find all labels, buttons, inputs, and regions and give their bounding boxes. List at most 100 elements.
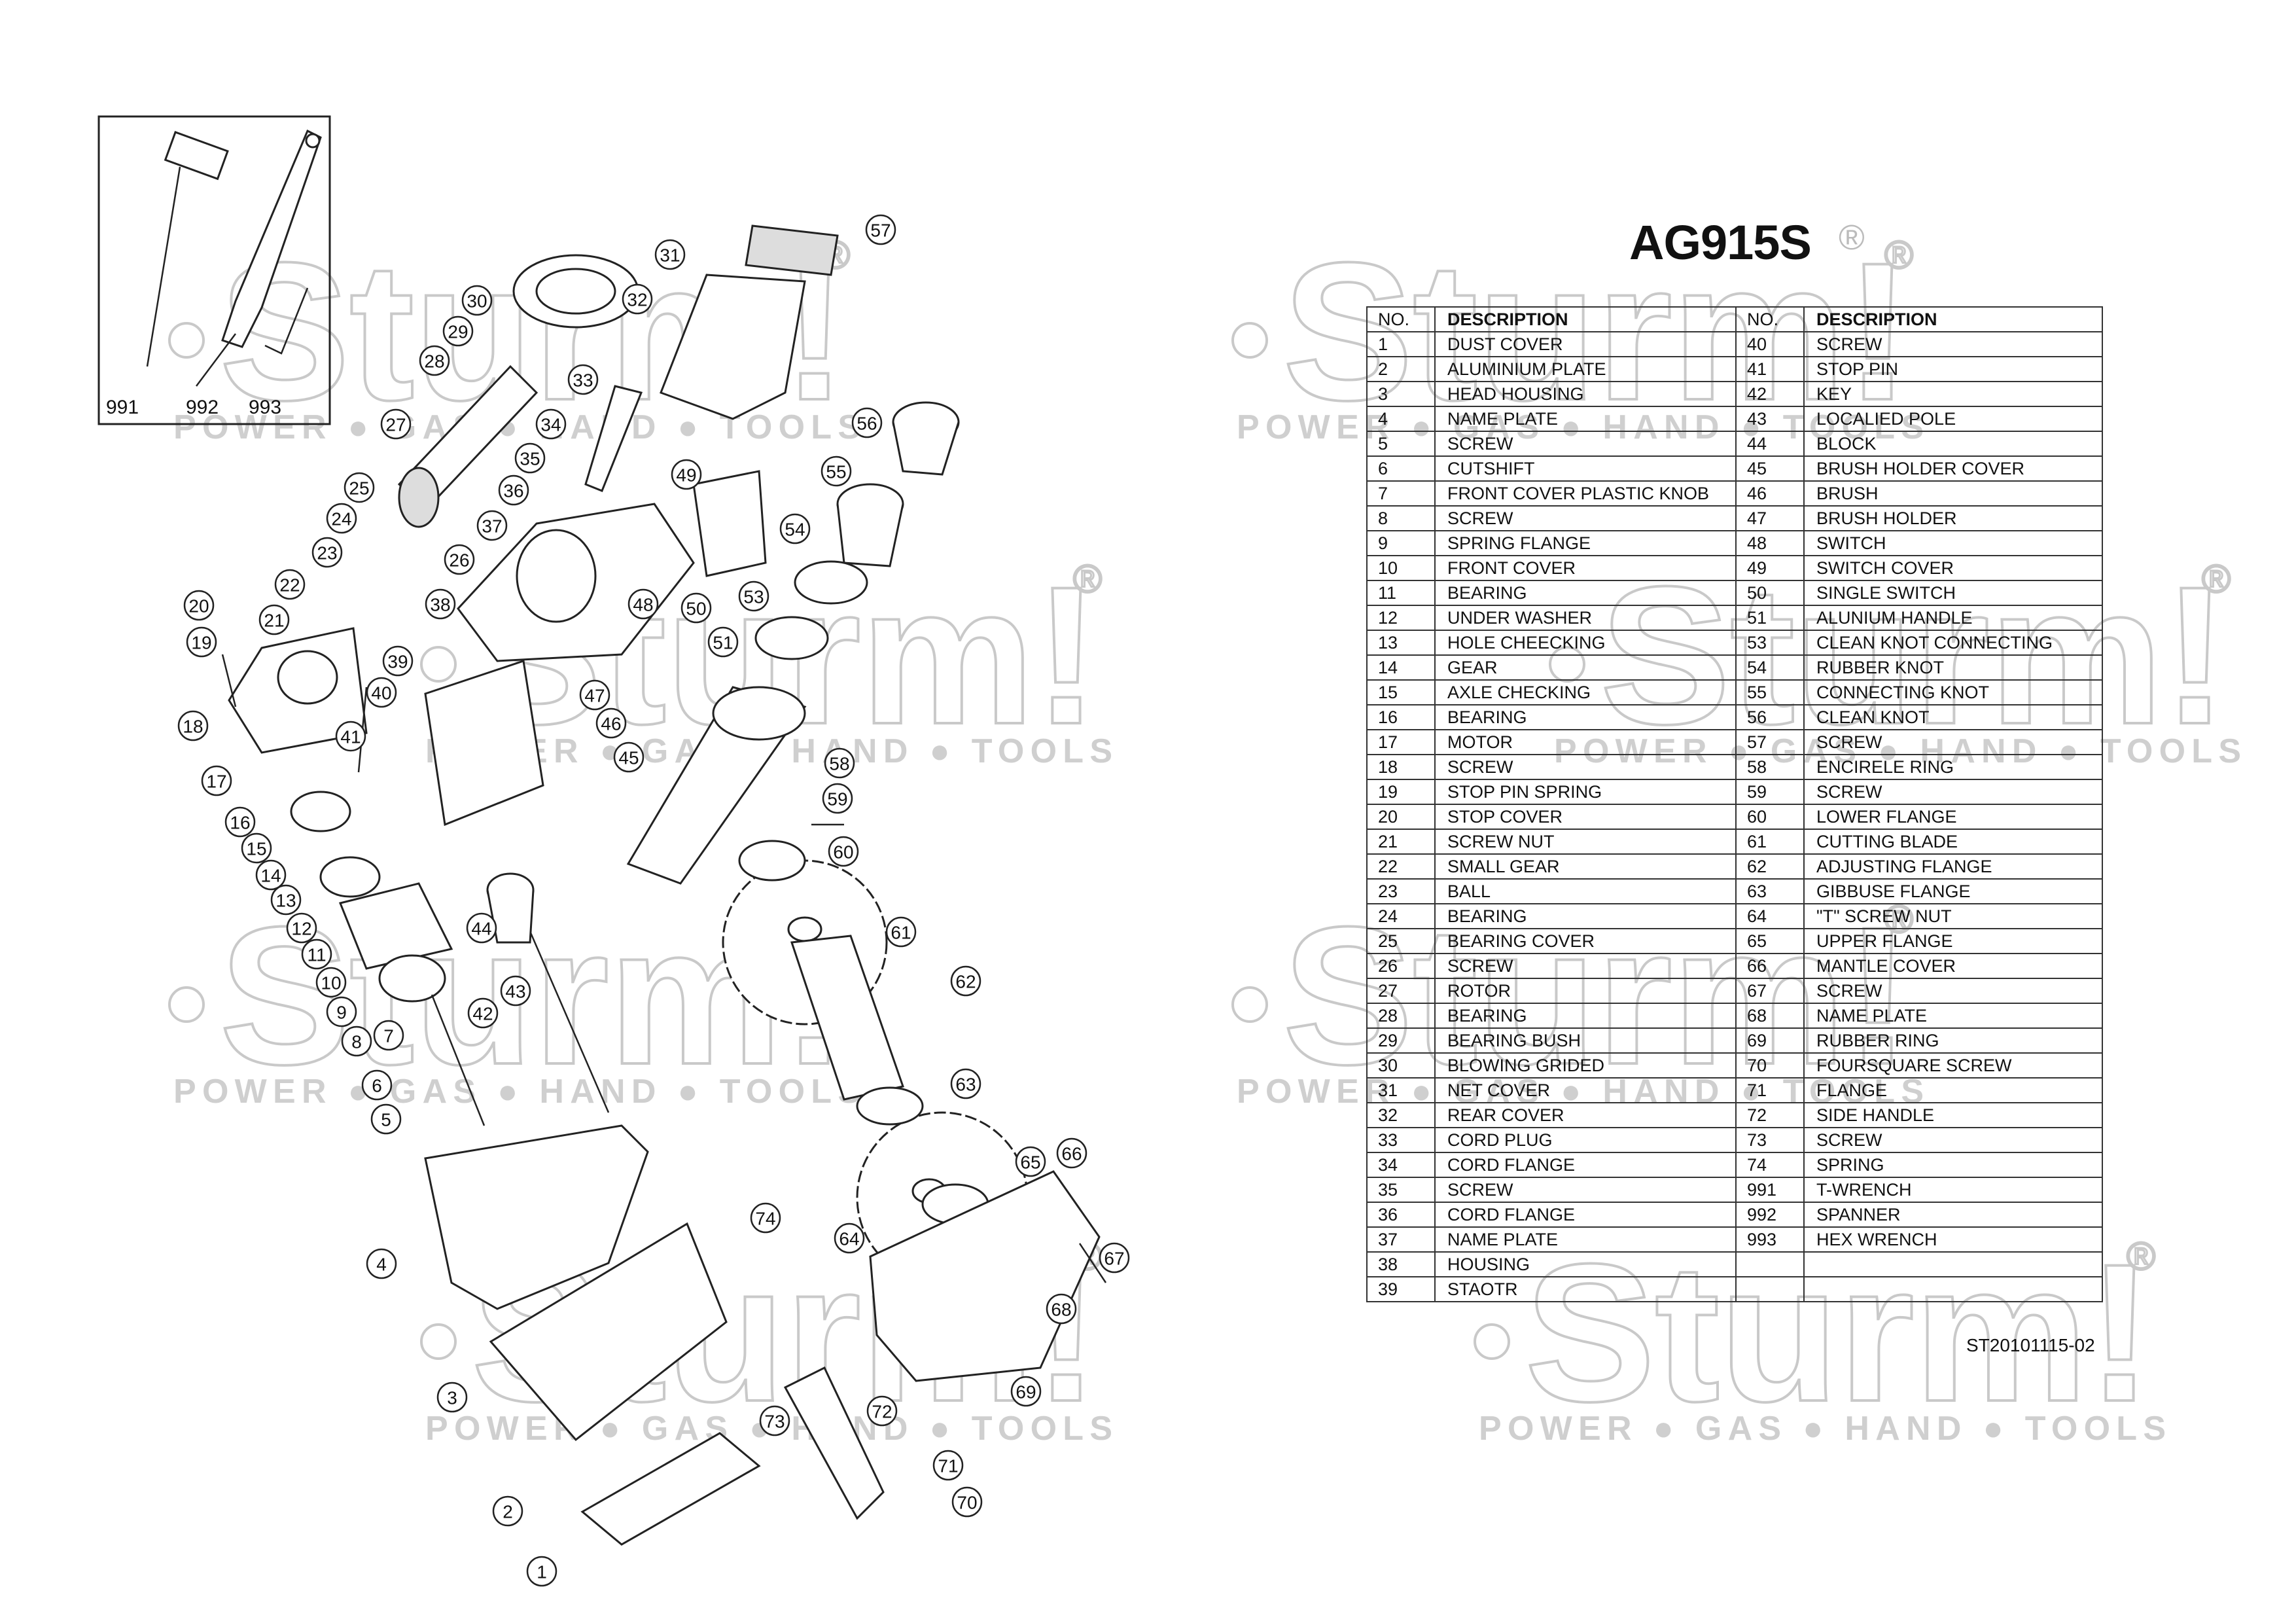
part-description: SWITCH	[1803, 530, 2103, 556]
part-description: BEARING	[1434, 1003, 1737, 1029]
adjusting-flange-drawing	[790, 935, 904, 1101]
part-number: 57	[1735, 729, 1805, 755]
part-description: AXLE CHECKING	[1434, 679, 1737, 705]
callout-69: 69	[1010, 1376, 1042, 1407]
part-number: 991	[1735, 1177, 1805, 1203]
callout-circle	[526, 1556, 557, 1587]
part-number: 72	[1735, 1102, 1805, 1128]
callout-circle	[834, 1222, 865, 1254]
callout-circle	[622, 283, 653, 315]
callout-number: 73	[764, 1412, 785, 1432]
callout-circle	[270, 884, 302, 916]
callout-number: 1	[537, 1562, 547, 1582]
part-description: CORD PLUG	[1434, 1127, 1737, 1153]
rotor-drawing	[397, 365, 539, 528]
t-wrench-drawing	[146, 131, 229, 367]
part-description: "T" SCREW NUT	[1803, 903, 2103, 929]
part-description: STOP PIN	[1803, 356, 2103, 382]
part-description: SCREW NUT	[1434, 829, 1737, 855]
callout-2: 2	[492, 1495, 523, 1527]
callout-number: 67	[1104, 1249, 1124, 1269]
part-description: NAME PLATE	[1434, 406, 1737, 432]
callout-number: 66	[1061, 1144, 1082, 1164]
watermark-ring-icon	[1231, 322, 1268, 359]
part-description: ROTOR	[1434, 978, 1737, 1004]
callout-56: 56	[851, 407, 883, 438]
watermark-ring-icon	[168, 986, 205, 1023]
callout-71: 71	[932, 1450, 964, 1481]
part-number: 30	[1366, 1052, 1436, 1079]
part-description: RUBBER RING	[1803, 1027, 2103, 1054]
callout-number: 43	[505, 982, 525, 1002]
callout-circle	[442, 315, 474, 347]
part-description: SCREW	[1803, 779, 2103, 805]
callout-number: 31	[660, 245, 680, 266]
callout-circle	[224, 806, 256, 838]
aluminium-handle-drawing	[626, 686, 807, 885]
callout-50: 50	[680, 592, 712, 624]
part-description: SCREW	[1434, 1177, 1737, 1203]
part-number: 60	[1735, 804, 1805, 830]
callout-21: 21	[258, 604, 290, 635]
callout-11: 11	[301, 938, 332, 970]
part-number: 1	[1366, 331, 1436, 357]
watermark-ring-icon	[420, 1323, 457, 1360]
part-number: 31	[1366, 1077, 1436, 1103]
callout-circle	[822, 783, 853, 814]
callout-circle	[951, 1486, 983, 1518]
callout-circle	[258, 604, 290, 635]
callout-33: 33	[567, 364, 599, 395]
callout-number: 69	[1016, 1382, 1036, 1402]
callout-circle	[627, 588, 659, 620]
callout-24: 24	[326, 503, 357, 534]
callout-66: 66	[1056, 1137, 1087, 1169]
callout-number: 63	[955, 1075, 976, 1095]
callout-number: 34	[540, 415, 561, 435]
callout-16: 16	[224, 806, 256, 838]
callout-57: 57	[865, 214, 896, 245]
callout-number: 65	[1020, 1152, 1040, 1173]
callout-number: 23	[317, 543, 337, 563]
callout-circle	[274, 569, 306, 600]
callout-number: 60	[833, 842, 853, 863]
part-description: ALUNIUM HANDLE	[1803, 605, 2103, 631]
callout-60: 60	[828, 836, 859, 867]
callout-circle	[380, 408, 412, 440]
part-description: STAOTR	[1434, 1276, 1737, 1302]
part-number: 59	[1735, 779, 1805, 805]
part-description: SINGLE SWITCH	[1803, 580, 2103, 606]
watermark-tagline: POWER ● GAS ● HAND ● TOOLS	[1479, 1410, 2166, 1448]
callout-number: 49	[676, 465, 696, 486]
part-number: 993	[1735, 1226, 1805, 1253]
header-description: DESCRIPTION	[1434, 306, 1737, 332]
callout-13: 13	[270, 884, 302, 916]
part-description: GIBBUSE FLANGE	[1803, 878, 2103, 904]
callout-3: 3	[436, 1382, 468, 1413]
part-number: 56	[1735, 704, 1805, 730]
table-header-row: NO. DESCRIPTION NO. DESCRIPTION	[1366, 306, 2103, 332]
callout-64: 64	[834, 1222, 865, 1254]
part-number: 54	[1735, 654, 1805, 681]
part-number: 55	[1735, 679, 1805, 705]
callout-number: 2	[503, 1502, 513, 1522]
part-description: RUBBER KNOT	[1803, 654, 2103, 681]
part-number: 47	[1735, 505, 1805, 531]
